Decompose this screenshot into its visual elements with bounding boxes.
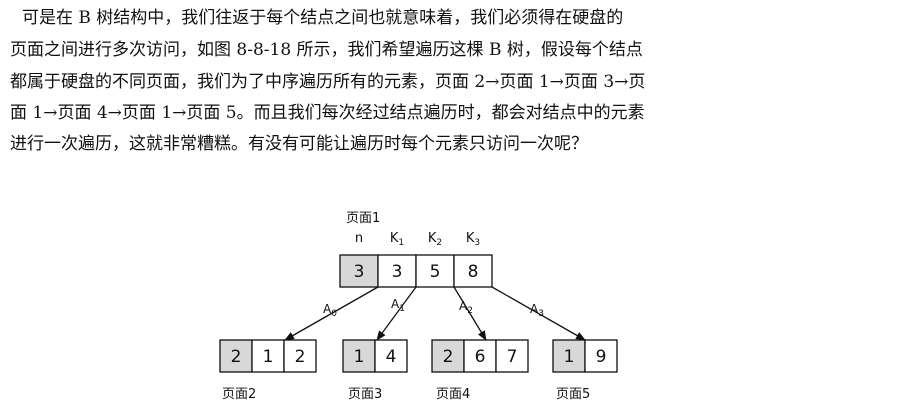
root-node-value-2: 5 — [430, 262, 441, 282]
root-node-value-3: 8 — [468, 262, 479, 282]
paragraph-line-5: 进行一次遍历，这就非常糟糕。有没有可能让遍历时每个元素只访问一次呢？ — [10, 134, 588, 154]
child-page-label-4: 页面5 — [556, 387, 590, 402]
child-node-4-cell-1 — [584, 339, 618, 373]
child-node-3-cell-0 — [431, 339, 465, 373]
paragraph-line-3: 都属于硬盘的不同页面，我们为了中序遍历所有的元素，页面 2→页面 1→页面 3→… — [10, 72, 646, 92]
child-page-label-1: 页面2 — [222, 387, 256, 402]
child-page-label-3: 页面4 — [436, 387, 470, 402]
child-node-1-value-1: 1 — [263, 347, 274, 367]
child-node-2-value-0: 1 — [354, 347, 365, 367]
root-page-label: 页面1 — [346, 211, 380, 226]
child-node-1-value-0: 2 — [231, 347, 242, 367]
pointer-arrow-0 — [284, 286, 379, 341]
root-node-cell-0 — [339, 254, 379, 288]
child-node-2-cell-1 — [374, 339, 408, 373]
child-node-4-value-0: 1 — [564, 347, 575, 367]
child-node-3-value-2: 7 — [507, 347, 518, 367]
root-node-value-0: 3 — [354, 262, 365, 282]
child-node-1-value-2: 2 — [295, 347, 306, 367]
pointer-arrow-2 — [453, 286, 487, 341]
pointer-label-0: A0 — [323, 302, 337, 319]
root-header-0: n — [355, 231, 363, 246]
child-node-3-cell-2 — [495, 339, 529, 373]
pointer-label-3: A3 — [530, 302, 544, 319]
paragraph-line-1: 可是在 B 树结构中，我们往返于每个结点之间也就意味着，我们必须得在硬盘的 — [22, 8, 624, 28]
root-header-1: K1 — [390, 231, 404, 248]
root-node-cell-3 — [453, 254, 493, 288]
paragraph-line-4: 面 1→页面 4→页面 1→页面 5。而且我们每次经过结点遍历时，都会对结点中的… — [10, 103, 645, 123]
child-node-2-value-1: 4 — [386, 347, 397, 367]
pointer-label-1: A1 — [391, 297, 405, 314]
root-node-value-1: 3 — [392, 262, 403, 282]
root-node-cell-1 — [377, 254, 417, 288]
paragraph-line-2: 页面之间进行多次访问，如图 8-8-18 所示，我们希望遍历这棵 B 树，假设每… — [10, 40, 643, 60]
child-node-4-value-1: 9 — [596, 347, 607, 367]
child-page-label-2: 页面3 — [348, 387, 382, 402]
pointer-label-2: A2 — [459, 299, 473, 316]
root-node-cell-2 — [415, 254, 455, 288]
child-node-1-cell-0 — [219, 339, 253, 373]
child-node-1-cell-2 — [283, 339, 317, 373]
root-header-3: K3 — [466, 231, 480, 248]
child-node-3-value-0: 2 — [443, 347, 454, 367]
root-header-2: K2 — [428, 231, 442, 248]
child-node-3-value-1: 6 — [475, 347, 486, 367]
pointer-arrow-1 — [376, 286, 417, 341]
pointer-arrow-3 — [491, 286, 586, 341]
